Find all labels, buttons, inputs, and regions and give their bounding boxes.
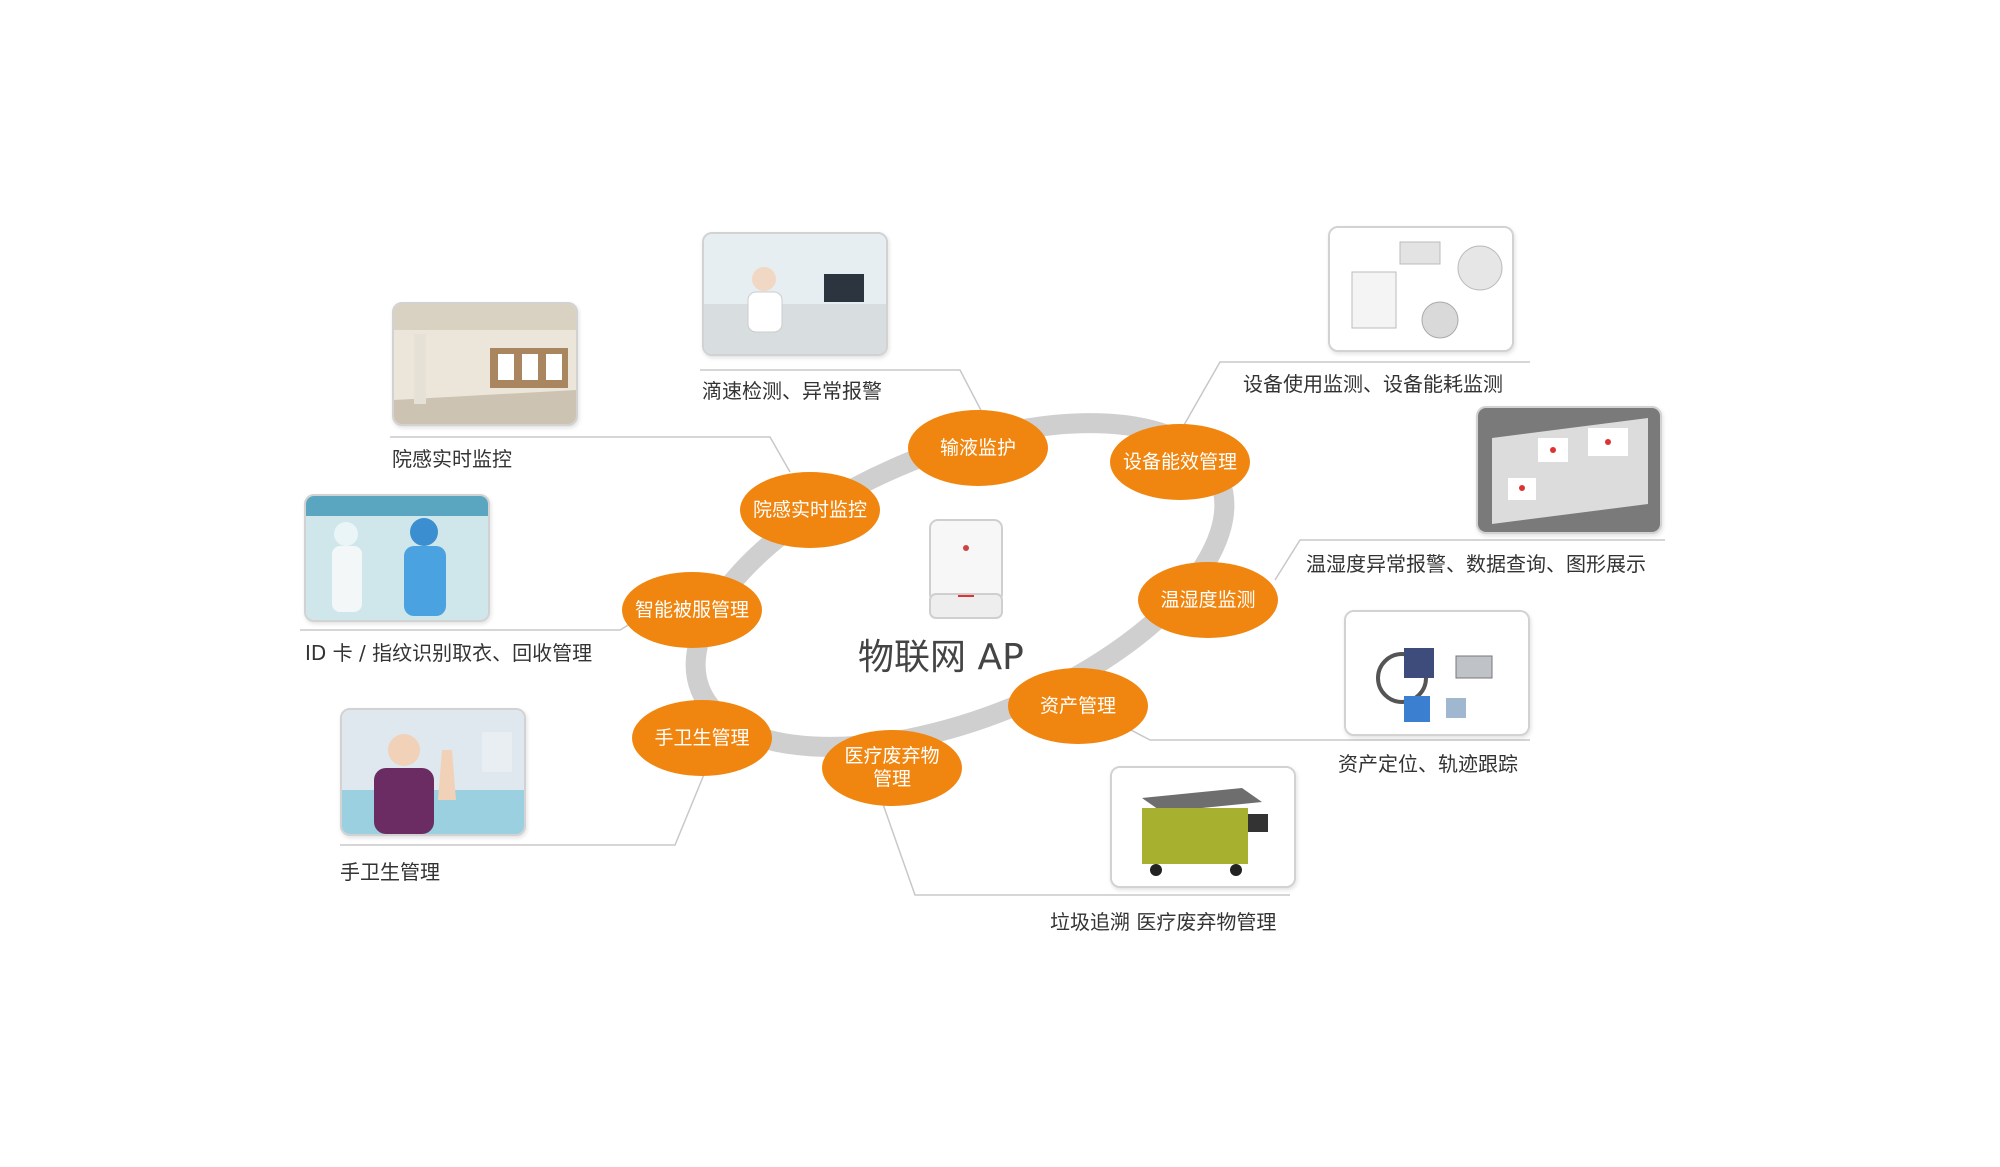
connector-waste (877, 789, 1290, 896)
connector-infusion (700, 369, 986, 419)
caption-hand: 手卫生管理 (340, 860, 440, 884)
waste-cart-photo (1110, 766, 1296, 888)
node-waste: 医疗废弃物 管理 (822, 730, 962, 806)
hand-washing-photo (340, 708, 526, 836)
caption-temperature: 温湿度异常报警、数据查询、图形展示 (1306, 552, 1646, 576)
node-infusion: 输液监护 (908, 410, 1048, 486)
node-infection: 院感实时监控 (740, 472, 880, 548)
center-title: 物联网 AP (858, 637, 1024, 678)
node-gown: 智能被服管理 (622, 572, 762, 648)
caption-infection: 院感实时监控 (392, 447, 512, 471)
floor-plan-sensors-photo (1476, 406, 1662, 534)
node-assets: 资产管理 (1008, 668, 1148, 744)
wheelchair-assets-photo (1344, 610, 1530, 736)
connector-temperature (1274, 539, 1665, 581)
connector-energy (1179, 361, 1530, 433)
node-temperature: 温湿度监测 (1138, 562, 1278, 638)
nurse-station-photo (702, 232, 888, 356)
caption-gown: ID 卡 / 指纹识别取衣、回收管理 (305, 641, 593, 665)
caption-infusion: 滴速检测、异常报警 (702, 379, 882, 403)
caption-energy: 设备使用监测、设备能耗监测 (1243, 372, 1503, 396)
protective-gown-photo (304, 494, 490, 622)
connector-infection (390, 436, 791, 473)
caption-waste: 垃圾追溯 医疗废弃物管理 (1050, 910, 1277, 934)
connector-hand (340, 771, 706, 846)
caption-assets: 资产定位、轨迹跟踪 (1338, 752, 1518, 776)
medical-equipment-photo (1328, 226, 1514, 352)
wifi-access-point-icon (926, 518, 1006, 622)
hospital-lobby-photo (392, 302, 578, 426)
node-hand: 手卫生管理 (632, 700, 772, 776)
node-energy: 设备能效管理 (1110, 424, 1250, 500)
